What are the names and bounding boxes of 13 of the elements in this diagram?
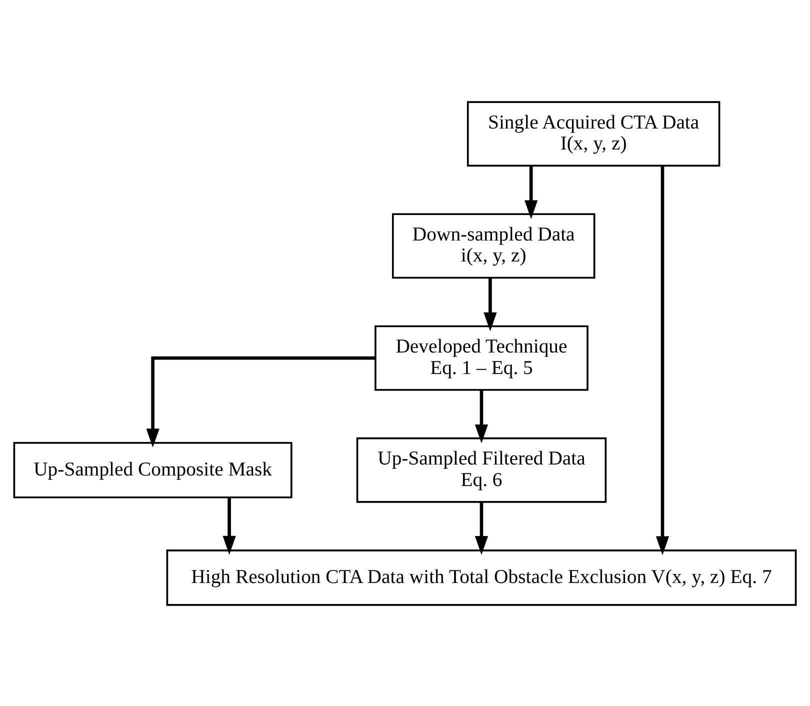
arrow (222, 497, 236, 554)
arrow (524, 165, 538, 219)
arrow (146, 356, 376, 447)
arrow (474, 502, 488, 554)
node-box: Up-Sampled Filtered Data Eq. 6 (356, 436, 607, 502)
node-box: Up-Sampled Composite Mask (13, 441, 292, 498)
arrow (474, 389, 488, 443)
node-box: Single Acquired CTA Data I(x, y, z) (466, 100, 720, 166)
arrow (484, 277, 497, 331)
node-box: High Resolution CTA Data with Total Obstacle Exclusion V(x, y, z) Eq. 7 (166, 549, 797, 606)
node-box: Developed Technique Eq. 1 – Eq. 5 (374, 324, 588, 390)
arrow (656, 165, 670, 555)
node-box: Down-sampled Data i(x, y, z) (392, 212, 596, 278)
